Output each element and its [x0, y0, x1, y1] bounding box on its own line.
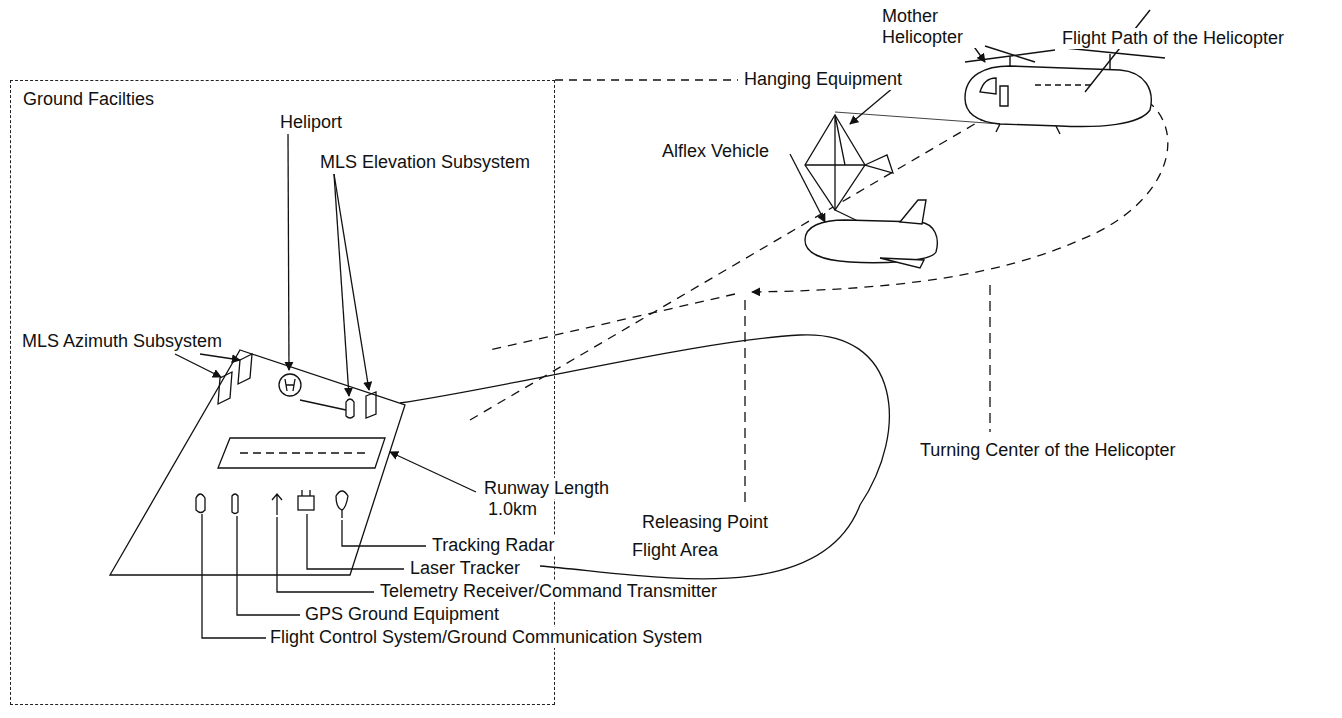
helicopter-cockpit: [980, 78, 996, 94]
part-label: Heliport: [278, 112, 344, 133]
landing-gear: [996, 124, 1060, 134]
leader-line: [342, 520, 426, 546]
fcs-equipment: [196, 494, 205, 513]
elevation-antenna: [346, 399, 354, 418]
helicopter-door: [1000, 86, 1008, 106]
rotor-blade: [1085, 10, 1150, 92]
ground-plane: [110, 350, 405, 575]
laser-tracker: [298, 496, 314, 510]
heliport-mark: [285, 379, 295, 391]
part-label: MLS Elevation Subsystem: [318, 152, 532, 173]
part-label: Releasing Point: [640, 512, 770, 533]
leader-line: [277, 517, 374, 592]
part-label: Flight Path of the Helicopter: [1060, 28, 1286, 49]
rotor-blade: [1065, 48, 1165, 58]
part-label: Turning Center of the Helicopter: [918, 440, 1177, 461]
part-label: GPS Ground Equipment: [303, 604, 501, 625]
turning-center-line: [989, 285, 990, 432]
helicopter-body: [965, 66, 1151, 127]
alflex-vehicle: [805, 200, 937, 268]
part-label: Mother Helicopter: [880, 6, 984, 48]
vehicle-body: [805, 220, 937, 263]
helicopter-flight-path: [490, 294, 735, 350]
tracking-radar: [336, 491, 348, 510]
runway: [218, 438, 385, 468]
elevation-antenna: [366, 392, 376, 418]
releasing-point-line: [744, 300, 745, 507]
helicopter-windows: [1035, 84, 1091, 85]
part-label: Laser Tracker: [408, 558, 522, 579]
part-label: Runway Length: [482, 478, 611, 499]
leader-line: [307, 514, 404, 569]
rotor-blade: [965, 50, 1055, 62]
rotor-blade: [985, 46, 1035, 62]
laser-tracker-head: [302, 490, 310, 496]
leader-line: [390, 452, 476, 492]
part-label: MLS Azimuth Subsystem: [20, 331, 224, 352]
vehicle-wing: [880, 258, 924, 268]
leader-line: [200, 354, 240, 360]
heliport-symbol: [279, 374, 301, 396]
helicopter-flight-path: [470, 86, 1168, 420]
radar-post: [341, 510, 342, 518]
frame-struts: [805, 115, 865, 210]
part-label: Flight Control System/Ground Communicati…: [268, 627, 704, 648]
telemetry-antenna: [272, 494, 282, 515]
leader-line: [334, 174, 369, 390]
azimuth-antenna: [238, 354, 252, 384]
hanging-equipment: [805, 115, 893, 222]
part-label: Flight Area: [630, 540, 720, 561]
dashed-extension: [555, 79, 738, 80]
part-label: Tracking Radar: [430, 535, 556, 556]
gps-equipment: [232, 494, 238, 514]
sling: [835, 112, 1000, 124]
vehicle-tail: [900, 200, 926, 224]
part-label: 1.0km: [486, 499, 539, 520]
part-label: Telemetry Receiver/Command Transmitter: [378, 581, 719, 602]
hanging-frame: [805, 115, 865, 210]
flight-area-outline: [400, 335, 889, 579]
rotor-mast: [1009, 56, 1010, 66]
region-heading: Ground Facilties: [21, 89, 156, 110]
part-label: Hanging Equipment: [742, 69, 904, 90]
leader-line: [175, 354, 221, 377]
part-label: Alflex Vehicle: [660, 141, 771, 162]
elevation-baseline: [300, 400, 346, 410]
leader-line: [334, 174, 349, 396]
leader-line: [288, 134, 289, 370]
frame-fin: [865, 155, 893, 173]
leader-line: [237, 516, 300, 615]
leader-line: [202, 514, 266, 638]
runway-centerline: [240, 452, 368, 453]
